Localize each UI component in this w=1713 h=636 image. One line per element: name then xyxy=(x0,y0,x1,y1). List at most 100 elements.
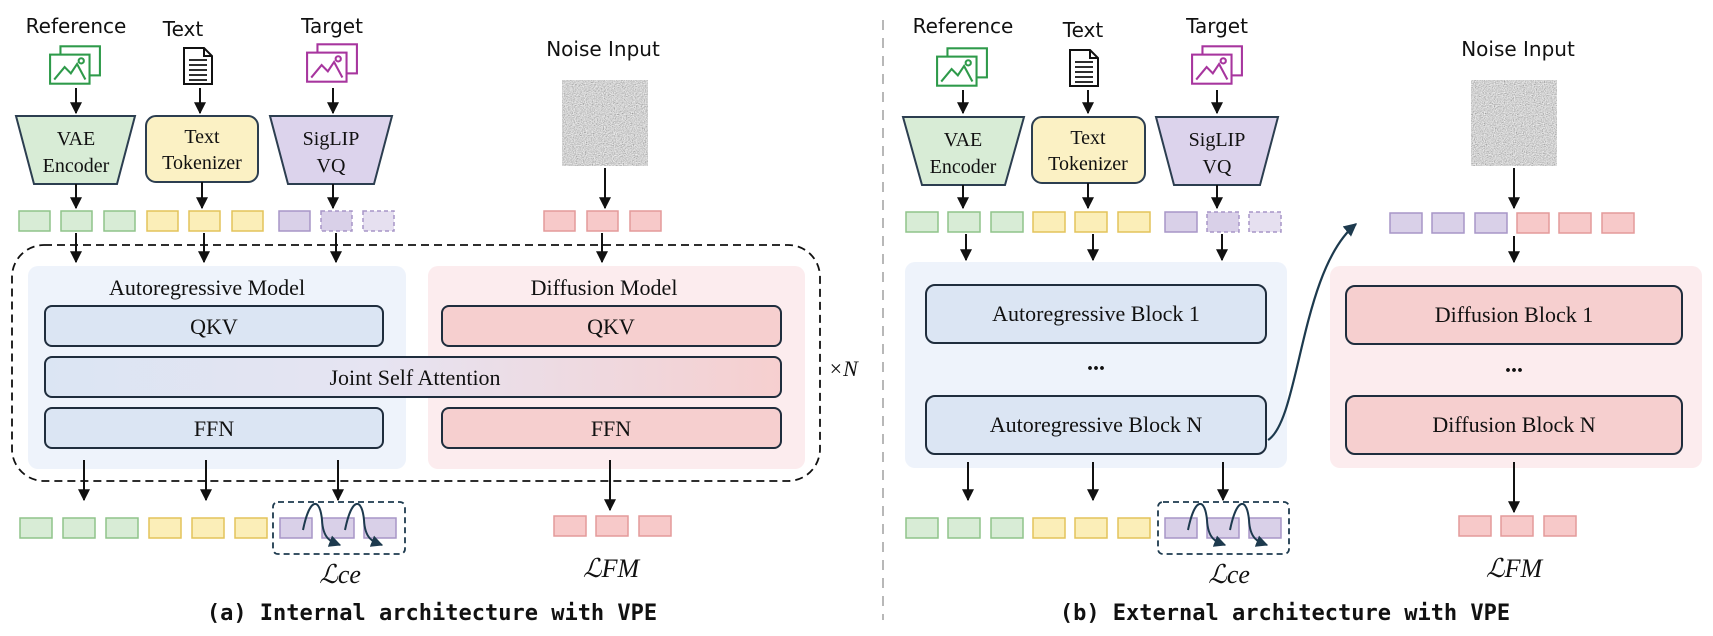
caption-b: (b) External architecture with VPE xyxy=(1060,601,1510,626)
token-pink xyxy=(638,515,672,537)
token-row-top-a xyxy=(18,210,662,232)
token-yellow xyxy=(1074,517,1108,539)
token-pink xyxy=(1458,515,1492,537)
token-yellow xyxy=(1032,211,1066,233)
input-label-text: Text xyxy=(1062,18,1104,42)
target-image-icon xyxy=(306,43,358,83)
token-green xyxy=(947,517,981,539)
token-pink xyxy=(1558,212,1592,234)
joint-self-attention-label: Joint Self Attention xyxy=(329,365,500,390)
text-tokenizer-label-1: Text xyxy=(1070,127,1106,149)
vae-encoder xyxy=(901,116,1026,186)
input-label-noise: Noise Input xyxy=(546,37,660,61)
repeat-boundary xyxy=(11,244,821,482)
loss-ce-label: ℒce xyxy=(1208,560,1250,589)
document-icon xyxy=(1069,49,1099,87)
siglip-vq-label-2: VQ xyxy=(317,155,346,177)
token-green xyxy=(103,210,136,232)
document-icon xyxy=(183,47,213,85)
token-green xyxy=(947,211,981,233)
token-green xyxy=(105,517,139,539)
vae-encoder-label-1: VAE xyxy=(57,128,96,150)
token-green xyxy=(990,517,1024,539)
token-row-bottom-b xyxy=(905,501,1577,555)
token-yellow xyxy=(146,210,179,232)
token-yellow xyxy=(1032,517,1066,539)
ar-ellipsis: ... xyxy=(1087,350,1105,376)
token-purple xyxy=(1389,212,1423,234)
token-pink xyxy=(553,515,587,537)
repeat-n-label: ×N xyxy=(828,356,859,381)
diffusion-model-title: Diffusion Model xyxy=(531,275,678,300)
token-green xyxy=(990,211,1024,233)
reference-image-icon xyxy=(49,45,101,85)
siglip-vq-label-1: SigLIP xyxy=(303,128,360,150)
panel-b: Reference Text Target Noise Input VAE En… xyxy=(901,14,1702,626)
token-purple-dashed xyxy=(1248,211,1282,233)
ar-block-n-label: Autoregressive Block N xyxy=(990,412,1203,437)
loss-fm-label: ℒFM xyxy=(1486,554,1544,583)
token-green xyxy=(18,210,51,232)
diffusion-block-n-label: Diffusion Block N xyxy=(1432,412,1595,437)
token-pink xyxy=(595,515,629,537)
vae-encoder-label-2: Encoder xyxy=(43,155,110,177)
ar-ffn-label: FFN xyxy=(194,416,234,441)
input-label-text: Text xyxy=(162,17,204,41)
token-pink xyxy=(586,210,619,232)
token-purple xyxy=(1431,212,1465,234)
token-pink xyxy=(1601,212,1635,234)
ar-to-diffusion-arrow xyxy=(1267,223,1358,441)
token-yellow xyxy=(1117,211,1151,233)
diff-ellipsis: ... xyxy=(1505,352,1523,378)
text-tokenizer-label-1: Text xyxy=(184,126,220,148)
ce-group-box xyxy=(1157,501,1290,555)
vae-encoder xyxy=(14,115,137,185)
diffusion-block-1 xyxy=(1345,285,1683,345)
diff-ffn-label: FFN xyxy=(591,416,631,441)
siglip-vq-label-1: SigLIP xyxy=(1189,129,1246,151)
token-yellow xyxy=(188,210,221,232)
token-yellow xyxy=(148,517,182,539)
reference-image-icon xyxy=(936,47,988,87)
token-green xyxy=(60,210,93,232)
token-yellow xyxy=(1117,517,1151,539)
target-image-icon xyxy=(1191,45,1243,85)
noise-image xyxy=(1471,80,1557,166)
token-pink xyxy=(1543,515,1577,537)
ar-model-title: Autoregressive Model xyxy=(109,275,305,300)
token-purple xyxy=(1248,517,1282,539)
token-purple xyxy=(321,517,355,539)
token-yellow xyxy=(231,210,264,232)
ar-qkv-box xyxy=(44,305,384,347)
token-yellow xyxy=(1074,211,1108,233)
token-purple xyxy=(278,210,311,232)
token-pink xyxy=(543,210,576,232)
token-yellow xyxy=(191,517,225,539)
noise-image xyxy=(562,80,648,166)
input-label-target: Target xyxy=(300,14,363,38)
loss-fm-label: ℒFM xyxy=(583,554,641,583)
ar-ffn-box xyxy=(44,407,384,449)
token-pink xyxy=(1516,212,1550,234)
joint-self-attention-box xyxy=(44,356,782,398)
token-purple xyxy=(1164,517,1198,539)
token-purple xyxy=(363,517,397,539)
ar-block-1-label: Autoregressive Block 1 xyxy=(992,301,1200,326)
token-row-top-b xyxy=(905,211,1635,234)
token-green xyxy=(905,517,939,539)
token-green xyxy=(19,517,53,539)
caption-a: (a) Internal architecture with VPE xyxy=(207,601,657,626)
token-yellow xyxy=(234,517,268,539)
ar-block-1 xyxy=(925,284,1267,344)
diffusion-block-n xyxy=(1345,395,1683,455)
ce-group-box xyxy=(272,501,406,555)
token-row-bottom-a xyxy=(19,501,672,555)
siglip-vq-label-2: VQ xyxy=(1203,156,1232,178)
input-label-target: Target xyxy=(1185,14,1248,38)
vae-encoder-label-2: Encoder xyxy=(930,156,997,178)
token-purple xyxy=(1474,212,1508,234)
token-green xyxy=(62,517,96,539)
token-purple-dashed xyxy=(362,210,395,232)
input-label-reference: Reference xyxy=(26,14,127,38)
